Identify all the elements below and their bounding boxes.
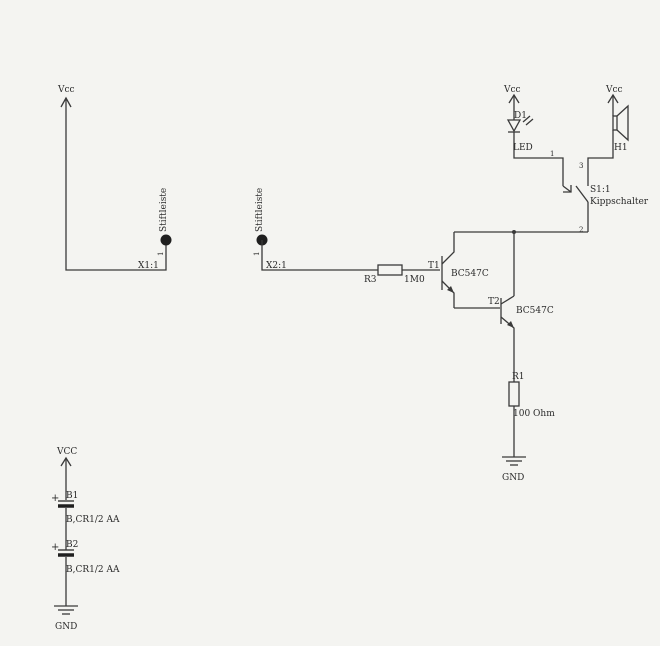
x1-name: X1:1 [138, 261, 159, 271]
wire-speaker-switch [587, 130, 614, 186]
t1-emitter [441, 280, 455, 308]
x1-pin-dot [160, 234, 172, 246]
s1-pin1: 1 [550, 150, 554, 158]
t2-value: BC547C [516, 306, 554, 316]
ground-symbol-r1: GND [502, 456, 526, 483]
vcc-symbol-led: Vcc [503, 85, 521, 104]
ground-symbol-battery: GND [54, 605, 78, 632]
r1-body [508, 381, 520, 407]
s1-pin3: 3 [579, 162, 583, 170]
wire-x2-r3 [261, 240, 378, 271]
b2-name: B2 [66, 540, 78, 550]
t1-collector [441, 232, 455, 265]
led-d1: D1 LED [506, 111, 534, 153]
vcc-symbol-battery: VCC [56, 447, 77, 467]
wire-led-switch [513, 132, 564, 186]
h1-name: H1 [614, 143, 628, 153]
battery-b1: + B1 B,CR1/2 AA [51, 491, 120, 525]
x1-label: Stiftleiste [159, 188, 169, 232]
d1-value: LED [513, 143, 533, 153]
transistor-t2: T2 BC547C [488, 295, 554, 382]
s1-value: Kippschalter [590, 197, 649, 207]
switch-s1: 1 3 2 S1:1 Kippschalter [550, 150, 649, 234]
b1-name: B1 [66, 491, 78, 501]
r3-name: R3 [364, 275, 377, 285]
s1-contact-a [562, 185, 572, 193]
r3-value: 1M0 [404, 275, 425, 285]
r1-name: R1 [512, 372, 525, 382]
t1-name: T1 [428, 261, 440, 271]
x2-name: X2:1 [266, 261, 287, 271]
s1-pin2: 2 [579, 226, 583, 234]
wire-vcc-x1 [65, 98, 167, 271]
connector-x1: Stiftleiste 1 X1:1 [138, 188, 172, 271]
d1-name: D1 [514, 111, 527, 121]
vcc-symbol-speaker: Vcc [605, 85, 623, 104]
s1-handle [563, 185, 572, 193]
r3-body [377, 264, 403, 276]
s1-name: S1:1 [590, 185, 611, 195]
b2-plus: + [51, 542, 59, 553]
gnd-label-battery: GND [55, 622, 77, 632]
speaker-h1: H1 [612, 95, 629, 153]
b2-value: B,CR1/2 AA [66, 565, 120, 575]
speaker-body [612, 115, 618, 131]
vcc-label-battery: VCC [56, 447, 77, 457]
t2-emitter-arrow [507, 321, 514, 328]
x1-pin-number: 1 [157, 252, 165, 256]
x2-pin-number: 1 [253, 252, 261, 256]
r1-value: 100 Ohm [513, 409, 555, 419]
t1-emitter-arrow [447, 286, 454, 293]
s1-blade [575, 185, 589, 203]
b1-plus: + [51, 493, 59, 504]
connector-x2: Stiftleiste 1 X2:1 [253, 188, 287, 271]
resistor-r3: R3 1M0 [364, 264, 425, 285]
transistor-t1: T1 BC547C [428, 232, 489, 308]
vcc-label-led: Vcc [503, 85, 521, 95]
led-triangle [506, 119, 522, 133]
x2-label: Stiftleiste [255, 188, 265, 232]
vcc-label-speaker: Vcc [605, 85, 623, 95]
led-light-arrows [522, 115, 534, 126]
speaker-cone [616, 104, 629, 142]
t2-name: T2 [488, 297, 500, 307]
gnd-label-r1: GND [502, 473, 524, 483]
battery-b2: + B2 B,CR1/2 AA [51, 540, 120, 575]
b1-value: B,CR1/2 AA [66, 515, 120, 525]
resistor-r1: R1 100 Ohm [508, 372, 555, 419]
t1-value: BC547C [451, 269, 489, 279]
vcc-label-left: Vcc [57, 85, 75, 95]
t2-collector [500, 295, 515, 305]
